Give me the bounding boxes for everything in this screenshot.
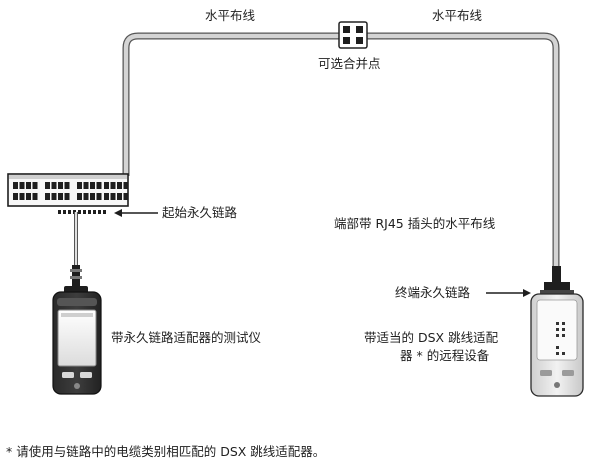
patch-panel-port [45, 182, 50, 189]
patch-panel-port [117, 182, 122, 189]
adapter-contact [68, 210, 71, 214]
patch-panel-port [104, 182, 109, 189]
patch-panel-port [19, 182, 25, 189]
adapter-contact [83, 210, 86, 214]
tester-device-icon [52, 265, 102, 395]
remote-indicator-lights [556, 322, 565, 355]
patch-panel-port [90, 193, 95, 200]
patch-panel-port [64, 193, 70, 200]
patch-panel-port [123, 182, 129, 189]
patch-panel-port [51, 182, 57, 189]
footnote: * 请使用与链路中的电缆类别相匹配的 DSX 跳线适配器。 [6, 444, 326, 459]
label-horizontal-cable-rj45: 端部带 RJ45 插头的水平布线 [334, 216, 496, 231]
adapter-contact [63, 210, 66, 214]
arrow-icon [114, 209, 158, 217]
adapter-contact [78, 210, 81, 214]
label-remote-unit-line1: 带适当的 DSX 跳线适配 [364, 330, 499, 345]
consolidation-point-icon [338, 21, 368, 49]
patch-panel-port [77, 193, 82, 200]
patch-panel-port [64, 182, 70, 189]
patch-panel-port [96, 193, 102, 200]
label-horizontal-cabling-left: 水平布线 [205, 8, 256, 23]
patch-panel-port [13, 193, 18, 200]
remote-unit-icon [530, 266, 584, 397]
adapter-contact [98, 210, 101, 214]
patch-panel-port [32, 182, 38, 189]
adapter-contact [93, 210, 96, 214]
patch-panel-icon [7, 173, 129, 214]
patch-panel-port [45, 193, 50, 200]
label-horizontal-cabling-right: 水平布线 [432, 8, 483, 23]
arrow-icon [486, 289, 531, 297]
label-tester-with-adapter: 带永久链路适配器的测试仪 [111, 330, 262, 345]
patch-panel-port [32, 193, 38, 200]
patch-panel-port [26, 182, 31, 189]
patch-panel-port [77, 182, 82, 189]
patch-panel-port [104, 193, 109, 200]
patch-panel-port [83, 193, 89, 200]
patch-panel-port [123, 193, 129, 200]
patch-panel-port [83, 182, 89, 189]
patch-panel-port [26, 193, 31, 200]
patch-panel-port [117, 193, 122, 200]
adapter-contact [88, 210, 91, 214]
patch-panel-port [110, 182, 116, 189]
patch-panel-port [58, 182, 63, 189]
patch-panel-port [110, 193, 116, 200]
patch-panel-port [19, 193, 25, 200]
patch-panel-port [90, 182, 95, 189]
label-permanent-link-start: 起始永久链路 [162, 205, 238, 220]
label-remote-unit-line2: 器 * 的远程设备 [400, 348, 490, 363]
patch-panel-port [51, 193, 57, 200]
adapter-contact [58, 210, 61, 214]
patch-panel-port [96, 182, 102, 189]
patch-panel-port [13, 182, 18, 189]
patch-panel-port [58, 193, 63, 200]
adapter-contact [103, 210, 106, 214]
label-optional-consolidation-point: 可选合并点 [318, 56, 381, 71]
label-permanent-link-end: 终端永久链路 [395, 285, 471, 300]
patch-panel-ports [13, 182, 129, 214]
